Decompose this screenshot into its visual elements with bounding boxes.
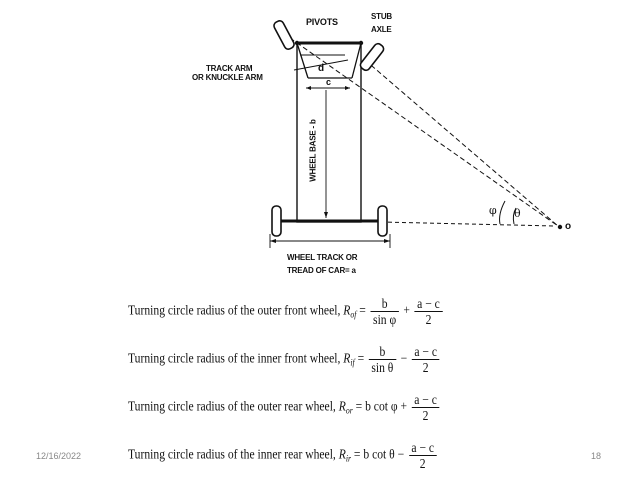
inner-wheel-line — [364, 59, 559, 227]
wheel-track-label-line1: WHEEL TRACK OR — [287, 253, 358, 262]
slide-page-number: 18 — [591, 451, 602, 461]
formula-outer-rear: Turning circle radius of the outer rear … — [128, 392, 441, 423]
left-track-arm — [296, 42, 309, 79]
formula-symbol: R — [343, 350, 351, 366]
fraction-numerator: a − c — [408, 440, 437, 456]
formula-symbol: R — [343, 302, 351, 318]
wheel-base-label: WHEEL BASE - b — [308, 119, 318, 182]
formula-text: Turning circle radius of the inner front… — [128, 350, 344, 366]
formula-equals: = — [356, 302, 369, 318]
fraction-denominator: 2 — [425, 312, 432, 327]
fraction-denominator: 2 — [422, 360, 429, 375]
formula-symbol: R — [338, 446, 346, 462]
stub-axle-label: STUB AXLE — [371, 12, 392, 34]
wheel-track-label: WHEEL TRACK OR TREAD OF CAR= a — [287, 253, 358, 275]
d-dimension — [293, 59, 349, 71]
formula-text: Turning circle radius of the outer rear … — [128, 398, 339, 414]
formula-equals: = — [352, 398, 366, 414]
left-pivot — [294, 40, 300, 46]
track-arm-label-line2: OR KNUCKLE ARM — [192, 73, 263, 82]
rear-left-wheel — [271, 205, 282, 237]
stub-axle-label-line2: AXLE — [371, 25, 392, 34]
turning-centre-point — [557, 224, 563, 230]
formula-text: Turning circle radius of the outer front… — [128, 302, 344, 318]
formula-subscript: of — [350, 309, 357, 320]
formula-operator: − — [400, 350, 411, 366]
formula-inner-rear: Turning circle radius of the inner rear … — [128, 440, 438, 471]
formula-operator: + — [403, 302, 413, 318]
fraction-denominator: sin θ — [371, 360, 394, 375]
right-pivot — [358, 40, 364, 46]
fraction-denominator: 2 — [422, 408, 429, 423]
fraction-denominator: sin φ — [373, 312, 397, 327]
formula-symbol: R — [338, 398, 346, 414]
stub-axle-label-line1: STUB — [371, 12, 392, 21]
theta-arc — [512, 207, 517, 225]
formula-subscript: ir — [345, 453, 352, 464]
formula-equals: = — [354, 350, 368, 366]
phi-arc — [499, 200, 506, 225]
front-right-wheel — [359, 42, 385, 72]
track-arm-label: TRACK ARM OR KNUCKLE ARM — [192, 64, 263, 82]
fraction-numerator: b — [370, 296, 399, 312]
fraction-numerator: a − c — [414, 296, 443, 312]
slide-date: 12/16/2022 — [36, 451, 82, 461]
rear-axle-extension — [380, 221, 556, 227]
front-left-wheel — [273, 20, 295, 50]
c-label: c — [326, 77, 331, 87]
track-arm-label-line1: TRACK ARM — [206, 64, 253, 73]
phi-label: φ — [489, 204, 497, 217]
pivots-label: PIVOTS — [306, 17, 338, 27]
chassis-frame — [296, 42, 362, 223]
formula-rhs: b cot θ − — [363, 446, 408, 462]
formula-subscript: if — [350, 357, 355, 368]
formula-equals: = — [351, 446, 364, 462]
formula-text: Turning circle radius of the inner rear … — [128, 446, 339, 462]
fraction-denominator: 2 — [419, 456, 426, 471]
fraction-numerator: a − c — [411, 344, 440, 360]
rear-right-wheel — [377, 205, 388, 237]
formula-outer-front: Turning circle radius of the outer front… — [128, 296, 444, 327]
formula-subscript: or — [345, 405, 353, 416]
fraction-numerator: b — [368, 344, 396, 360]
theta-label: θ — [514, 207, 521, 220]
fraction-numerator: a − c — [411, 392, 440, 408]
d-label: d — [318, 63, 324, 74]
formula-rhs: b cot φ + — [365, 398, 410, 414]
formula-inner-front: Turning circle radius of the inner front… — [128, 344, 441, 375]
right-track-arm — [351, 42, 362, 79]
wheel-track-label-line2: TREAD OF CAR= a — [287, 266, 356, 275]
turning-centre-label: o — [565, 221, 571, 232]
outer-wheel-line — [289, 37, 559, 227]
